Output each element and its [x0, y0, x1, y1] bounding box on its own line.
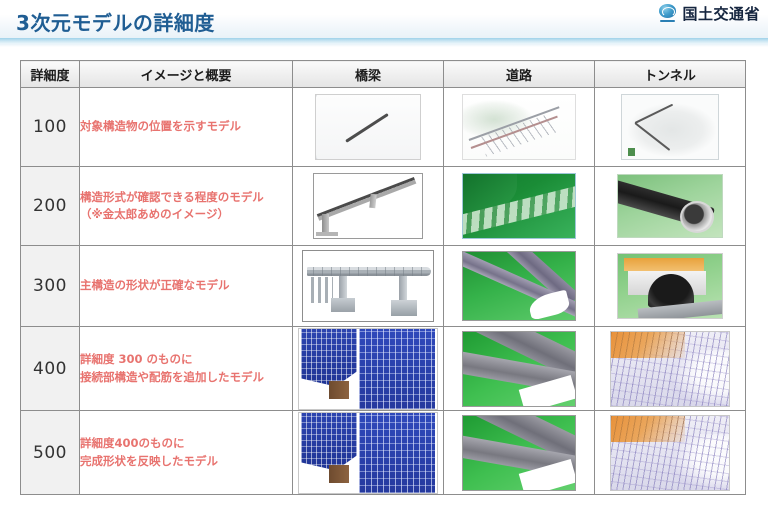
table-row: 400 詳細度 300 のものに 接続部構造や配筋を追加したモデル: [20, 326, 746, 411]
detailed-bridge-thumbnail: [302, 250, 434, 322]
summary-line-1: 対象構造物の位置を示すモデル: [80, 119, 241, 134]
tunnel-tube-thumbnail: [617, 174, 723, 238]
column-header-summary: イメージと概要: [79, 60, 293, 88]
header-rule: [0, 38, 768, 44]
faint-terrain-thumbnail: [462, 94, 576, 160]
summary-text: 主構造の形状が正確なモデル: [79, 245, 293, 327]
ministry-logo: 国土交通省: [658, 3, 760, 24]
summary-text: 詳細度 300 のものに 接続部構造や配筋を追加したモデル: [79, 326, 293, 411]
ministry-logo-label: 国土交通省: [682, 5, 760, 23]
tunnel-thumbnail-cell: [594, 245, 746, 327]
aerial-survey-thumbnail: [315, 94, 421, 160]
mountain-centerline-thumbnail: [621, 94, 719, 160]
bridge-thumbnail-cell: [292, 245, 444, 327]
tunnel-rebar-thumbnail: [610, 330, 730, 407]
tunnel-portal-thumbnail: [617, 253, 723, 319]
summary-line-2: 完成形状を反映したモデル: [80, 453, 218, 468]
summary-text: 構造形式が確認できる程度のモデル （※金太郎あめのイメージ）: [79, 166, 293, 246]
rebar-mesh-bridge-thumbnail: [298, 411, 438, 494]
tunnel-thumbnail-cell: [594, 326, 746, 411]
green-interchange-thumbnail: [462, 251, 576, 321]
tunnel-thumbnail-cell: [594, 87, 746, 167]
road-thumbnail-cell: [443, 166, 595, 246]
table-row: 200 構造形式が確認できる程度のモデル （※金太郎あめのイメージ）: [20, 166, 746, 246]
rebar-mesh-bridge-thumbnail: [298, 327, 438, 410]
summary-line-2: （※金太郎あめのイメージ）: [80, 207, 229, 221]
detail-level-table: 詳細度 イメージと概要 橋梁 道路 トンネル 100 対象構造物の位置を示すモデ…: [20, 60, 746, 495]
level-value: 300: [20, 245, 80, 327]
summary-line-1: 詳細度400のものに: [80, 436, 185, 451]
level-value: 100: [20, 87, 80, 167]
bridge-thumbnail-cell: [292, 87, 444, 167]
road-thumbnail-cell: [443, 87, 595, 167]
green-road-closeup-thumbnail: [462, 330, 576, 407]
tunnel-thumbnail-cell: [594, 410, 746, 495]
tunnel-rebar-thumbnail: [610, 414, 730, 491]
bridge-thumbnail-cell: [292, 166, 444, 246]
bridge-thumbnail-cell: [292, 410, 444, 495]
table-row: 300 主構造の形状が正確なモデル: [20, 245, 746, 327]
road-thumbnail-cell: [443, 245, 595, 327]
green-terrain-road-thumbnail: [462, 173, 576, 239]
green-road-closeup-thumbnail: [462, 414, 576, 491]
column-header-level: 詳細度: [20, 60, 80, 88]
level-value: 200: [20, 166, 80, 246]
summary-line-1: 主構造の形状が正確なモデル: [80, 278, 230, 293]
column-header-bridge: 橋梁: [292, 60, 444, 88]
summary-line-1: 構造形式が確認できる程度のモデル: [80, 189, 264, 204]
header-rule-fade: [0, 44, 768, 47]
column-header-tunnel: トンネル: [594, 60, 746, 88]
bridge-thumbnail-cell: [292, 326, 444, 411]
road-thumbnail-cell: [443, 410, 595, 495]
column-header-road: 道路: [443, 60, 595, 88]
summary-line-2: 接続部構造や配筋を追加したモデル: [80, 369, 264, 384]
table-row: 100 対象構造物の位置を示すモデル: [20, 87, 746, 167]
tunnel-thumbnail-cell: [594, 166, 746, 246]
slide-header: 3次元モデルの詳細度 国土交通省: [0, 0, 768, 38]
level-value: 500: [20, 410, 80, 495]
level-value: 400: [20, 326, 80, 411]
table-header-row: 詳細度 イメージと概要 橋梁 道路 トンネル: [20, 60, 746, 88]
globe-icon: [658, 4, 677, 23]
summary-line-1: 詳細度 300 のものに: [80, 352, 193, 367]
table-row: 500 詳細度400のものに 完成形状を反映したモデル: [20, 410, 746, 495]
road-thumbnail-cell: [443, 326, 595, 411]
summary-text: 対象構造物の位置を示すモデル: [79, 87, 293, 167]
page-title: 3次元モデルの詳細度: [16, 11, 215, 35]
summary-text: 詳細度400のものに 完成形状を反映したモデル: [79, 410, 293, 495]
gray-girder-bridge-thumbnail: [313, 173, 423, 239]
